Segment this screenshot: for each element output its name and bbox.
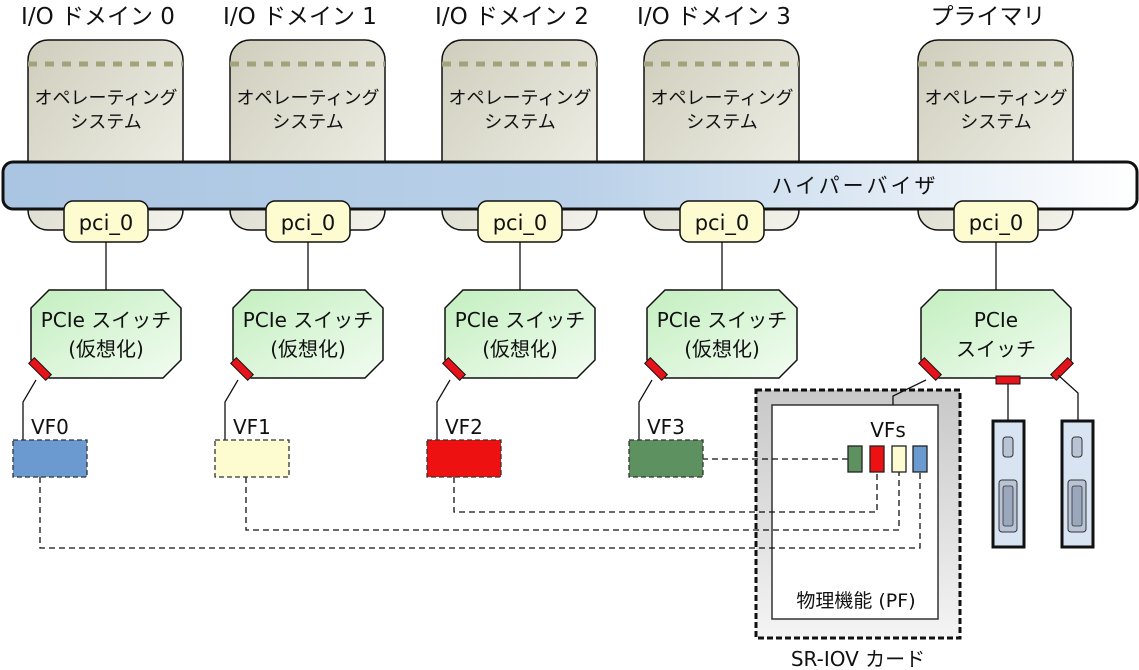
card-vf-0 [847, 445, 863, 473]
os-label-line1: オペレーティング [237, 88, 380, 109]
domain-title-3: I/O ドメイン 3 [637, 4, 791, 30]
hypervisor-label: ハイパーバイザ [772, 174, 939, 198]
pci-label: pci_0 [493, 211, 548, 236]
pcie-switch [232, 289, 384, 379]
vfs-label: VFs [870, 418, 906, 442]
vf-group-2: VF2 [426, 379, 502, 478]
hypervisor-bar [1, 160, 1139, 211]
pf-connector-line [892, 379, 927, 405]
os-label-line1: オペレーティング [449, 88, 592, 109]
domain-title-primary: プライマリ [931, 4, 1046, 30]
os-label-line2: システム [272, 112, 343, 133]
switch-port-right [1049, 356, 1075, 382]
switch-label-line2: (仮想化) [68, 337, 144, 361]
card-vf-1 [869, 445, 885, 473]
card-vf-3 [912, 445, 928, 473]
pci-label: pci_0 [695, 211, 750, 236]
vf-group-1: VF1 [214, 379, 290, 478]
pcie-switch [30, 289, 182, 379]
parallel-port-pins [1002, 485, 1014, 527]
os-label-line2: システム [484, 112, 555, 133]
switch-port [917, 356, 943, 382]
switch-label-line2: (仮想化) [270, 337, 346, 361]
vf-connector-line [638, 379, 653, 443]
vf-connector-line [224, 379, 239, 443]
vf-label: VF2 [445, 415, 483, 439]
vf-block [628, 439, 704, 478]
sr-iov-card-label: SR-IOV カード [791, 647, 925, 670]
pf-label: 物理機能 (PF) [796, 590, 915, 612]
serial-port-icon [1002, 436, 1014, 458]
pci-label: pci_0 [969, 211, 1024, 236]
vf-group-0: VF0 [12, 379, 88, 478]
domain-title-1: I/O ドメイン 1 [223, 4, 377, 30]
switch-label-line1: PCIe スイッチ [455, 308, 586, 332]
vf-connector-line [22, 379, 37, 443]
switch-label-line2: (仮想化) [482, 337, 558, 361]
vf-label: VF0 [31, 415, 69, 439]
os-label-line1: オペレーティング [925, 88, 1068, 109]
vf-label: VF1 [233, 415, 271, 439]
vf-mapping-link-2 [245, 472, 900, 531]
switch-label-line1: PCIe スイッチ [41, 308, 172, 332]
vf-block [12, 439, 88, 478]
vf-block [214, 439, 290, 478]
io-card-link-1 [1057, 374, 1079, 421]
switch-port [27, 356, 53, 382]
vf-block [426, 439, 502, 478]
os-label-line2: システム [70, 112, 141, 133]
switch-port-bottom [995, 375, 1021, 385]
vf-label: VF3 [647, 415, 685, 439]
vf-group-3: VF3 [628, 379, 704, 478]
os-label-line1: オペレーティング [651, 88, 794, 109]
os-label-line2: システム [686, 112, 757, 133]
switch-label-line1: PCIe スイッチ [243, 308, 374, 332]
domain-title-2: I/O ドメイン 2 [435, 4, 589, 30]
domain-title-0: I/O ドメイン 0 [21, 4, 175, 30]
switch-label-line2: スイッチ [956, 337, 1036, 361]
switch-port [643, 356, 669, 382]
pci-label: pci_0 [79, 211, 134, 236]
switch-port [229, 356, 255, 382]
io-card-1 [1060, 419, 1095, 549]
pcie-switch [920, 289, 1072, 379]
pci-label: pci_0 [281, 211, 336, 236]
switch-port [441, 356, 467, 382]
pcie-switch [646, 289, 798, 379]
switch-label-line2: (仮想化) [684, 337, 760, 361]
os-label-line1: オペレーティング [35, 88, 178, 109]
card-vf-2 [891, 445, 907, 473]
parallel-port-pins [1071, 485, 1083, 527]
switch-label-line1: PCIe スイッチ [657, 308, 788, 332]
vf-connector-line [436, 379, 451, 443]
io-card-0 [991, 419, 1026, 549]
serial-port-icon [1071, 436, 1083, 458]
pcie-switch [444, 289, 596, 379]
vf-mapping-link-3 [39, 472, 921, 549]
os-label-line2: システム [960, 112, 1031, 133]
switch-label-line1: PCIe [974, 308, 1018, 332]
